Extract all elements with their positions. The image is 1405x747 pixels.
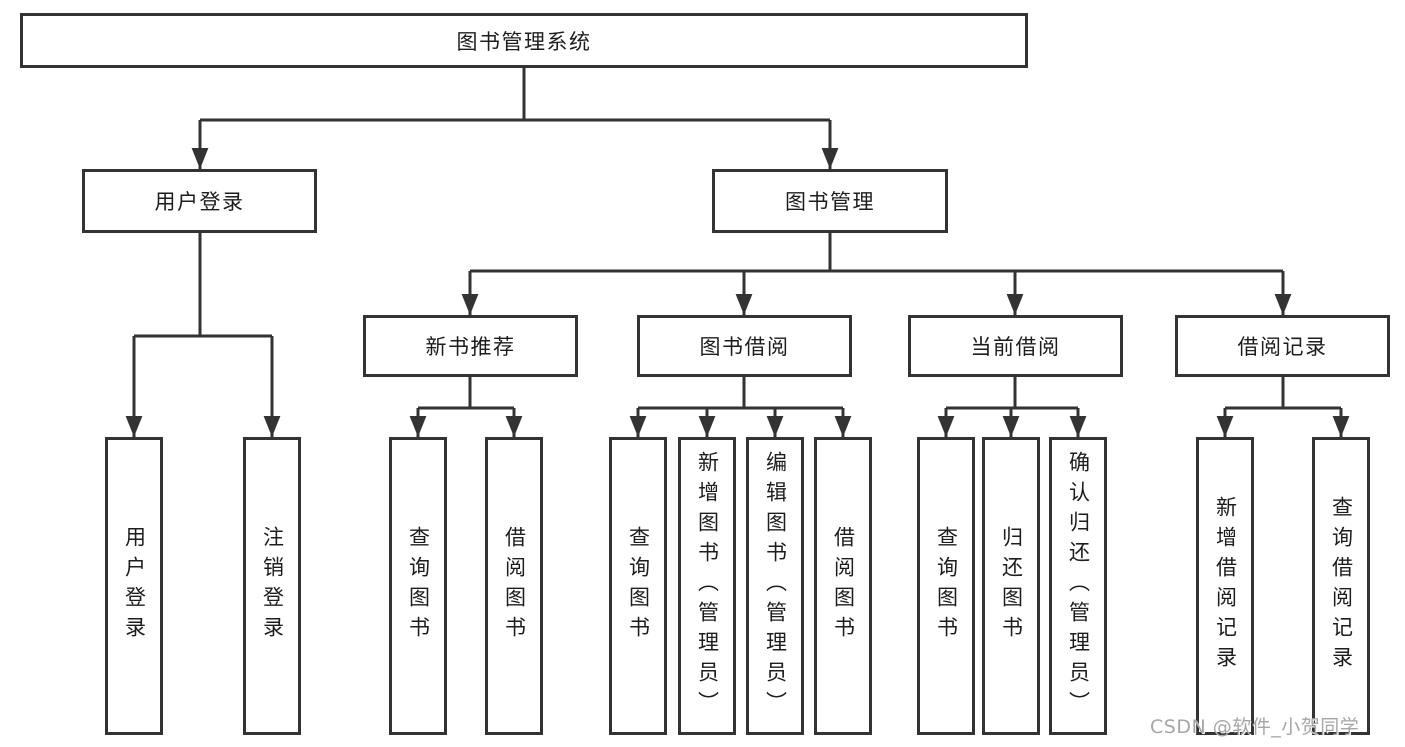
leaf-query-borrow-record-label: 查询借阅记录	[1329, 496, 1354, 676]
leaf-user-login: 用户登录	[105, 437, 163, 735]
leaf-add-borrow-record: 新增借阅记录	[1196, 437, 1254, 735]
leaf-return-books: 归还图书	[982, 437, 1040, 735]
node-root: 图书管理系统	[20, 13, 1028, 68]
leaf-confirm-return-admin-label: 确认归还（管理员）	[1066, 451, 1091, 721]
leaf-query-books-current: 查询图书	[917, 437, 975, 735]
node-borrowing-records-label: 借阅记录	[1237, 335, 1328, 359]
leaf-query-books-recommend: 查询图书	[389, 437, 447, 735]
leaf-borrow-books-borrowing: 借阅图书	[814, 437, 872, 735]
connector-trunks	[134, 68, 1341, 410]
node-book-management-label: 图书管理	[785, 190, 875, 214]
connector-arrows	[125, 120, 1350, 437]
node-book-management: 图书管理	[712, 169, 948, 233]
leaf-query-borrow-record: 查询借阅记录	[1312, 437, 1370, 735]
node-current-borrowing-label: 当前借阅	[970, 335, 1061, 359]
leaf-user-login-label: 用户登录	[122, 526, 147, 646]
leaf-return-books-label: 归还图书	[999, 526, 1024, 646]
node-new-book-recommendation: 新书推荐	[363, 315, 578, 377]
node-user-login-label: 用户登录	[154, 190, 245, 214]
node-current-borrowing: 当前借阅	[908, 315, 1123, 377]
node-root-label: 图书管理系统	[456, 29, 592, 54]
node-user-login: 用户登录	[82, 169, 317, 233]
leaf-confirm-return-admin: 确认归还（管理员）	[1049, 437, 1107, 735]
leaf-edit-books-admin: 编辑图书（管理员）	[746, 437, 804, 735]
node-book-borrowing-label: 图书借阅	[699, 335, 790, 359]
leaf-logout-label: 注销登录	[260, 526, 285, 646]
node-borrowing-records: 借阅记录	[1175, 315, 1390, 377]
csdn-watermark: CSDN @软件_小贺同学	[1150, 716, 1360, 738]
node-new-book-recommendation-label: 新书推荐	[425, 335, 516, 359]
leaf-add-borrow-record-label: 新增借阅记录	[1213, 496, 1238, 676]
leaf-query-books-current-label: 查询图书	[934, 526, 959, 646]
leaf-query-books-borrowing-label: 查询图书	[626, 526, 651, 646]
leaf-borrow-books-recommend: 借阅图书	[485, 437, 543, 735]
leaf-add-books-admin-label: 新增图书（管理员）	[695, 451, 720, 721]
leaf-edit-books-admin-label: 编辑图书（管理员）	[763, 451, 788, 721]
leaf-borrow-books-recommend-label: 借阅图书	[502, 526, 527, 646]
leaf-borrow-books-borrowing-label: 借阅图书	[831, 526, 856, 646]
leaf-logout: 注销登录	[243, 437, 301, 735]
node-book-borrowing: 图书借阅	[637, 315, 852, 377]
leaf-query-books-borrowing: 查询图书	[609, 437, 667, 735]
leaf-add-books-admin: 新增图书（管理员）	[678, 437, 736, 735]
leaf-query-books-recommend-label: 查询图书	[406, 526, 431, 646]
